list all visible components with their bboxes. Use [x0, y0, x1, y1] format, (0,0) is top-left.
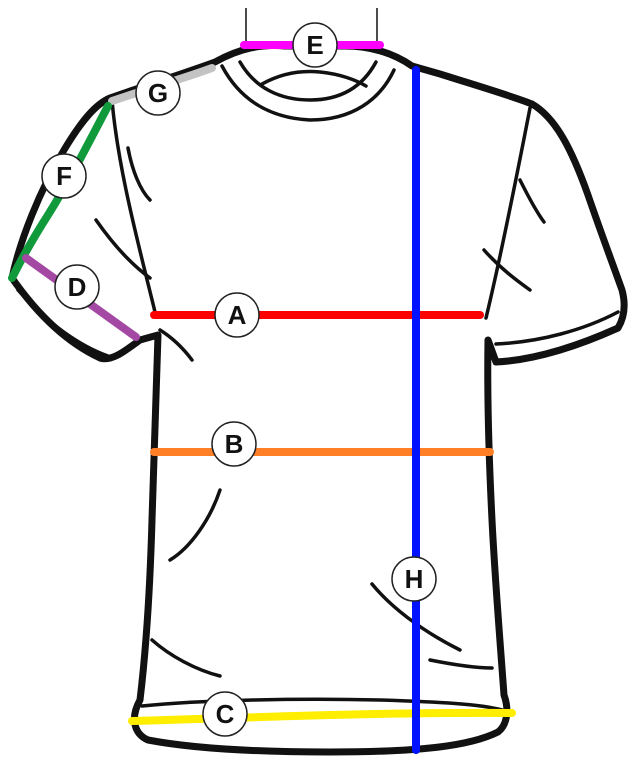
label-b: B	[225, 429, 244, 459]
measurement-lines	[8, 41, 516, 754]
badge-h: H	[391, 556, 437, 602]
wrinkle-mid-1	[168, 488, 222, 562]
label-c: C	[216, 699, 235, 729]
collar-back	[260, 69, 368, 88]
badge-c: C	[202, 691, 248, 737]
badge-d: D	[54, 264, 100, 310]
badge-f: F	[41, 153, 87, 199]
label-g: G	[148, 78, 168, 108]
wrinkle-lower-1	[370, 582, 462, 652]
measure-line-c	[128, 708, 516, 725]
wrinkle-left-2	[126, 146, 152, 202]
badge-a: A	[214, 292, 260, 338]
label-e: E	[306, 30, 323, 60]
wrinkle-left-1	[94, 218, 152, 280]
badge-e: E	[292, 22, 338, 68]
left-armhole-seam	[110, 98, 158, 318]
measurement-labels: E G F D A B H C	[41, 22, 437, 737]
wrinkle-right-2	[518, 178, 546, 224]
label-d: D	[68, 272, 87, 302]
tshirt-illustration	[8, 42, 628, 756]
left-sleeve-hem	[16, 288, 110, 358]
right-armhole-seam	[484, 106, 532, 320]
right-sleeve-hem	[494, 310, 620, 346]
label-h: H	[405, 564, 424, 594]
wrinkle-left-3	[158, 328, 194, 362]
bottom-hem-fold	[140, 697, 504, 712]
badge-b: B	[211, 421, 257, 467]
wrinkle-right-1	[482, 248, 532, 292]
badge-g: G	[135, 70, 181, 116]
measure-line-f	[8, 102, 112, 282]
label-f: F	[56, 161, 72, 191]
tshirt-body-outline	[8, 42, 628, 756]
collar-outer	[220, 64, 396, 122]
label-a: A	[228, 300, 247, 330]
wrinkle-lower-2	[428, 658, 494, 670]
wrinkle-lower-3	[150, 638, 222, 678]
